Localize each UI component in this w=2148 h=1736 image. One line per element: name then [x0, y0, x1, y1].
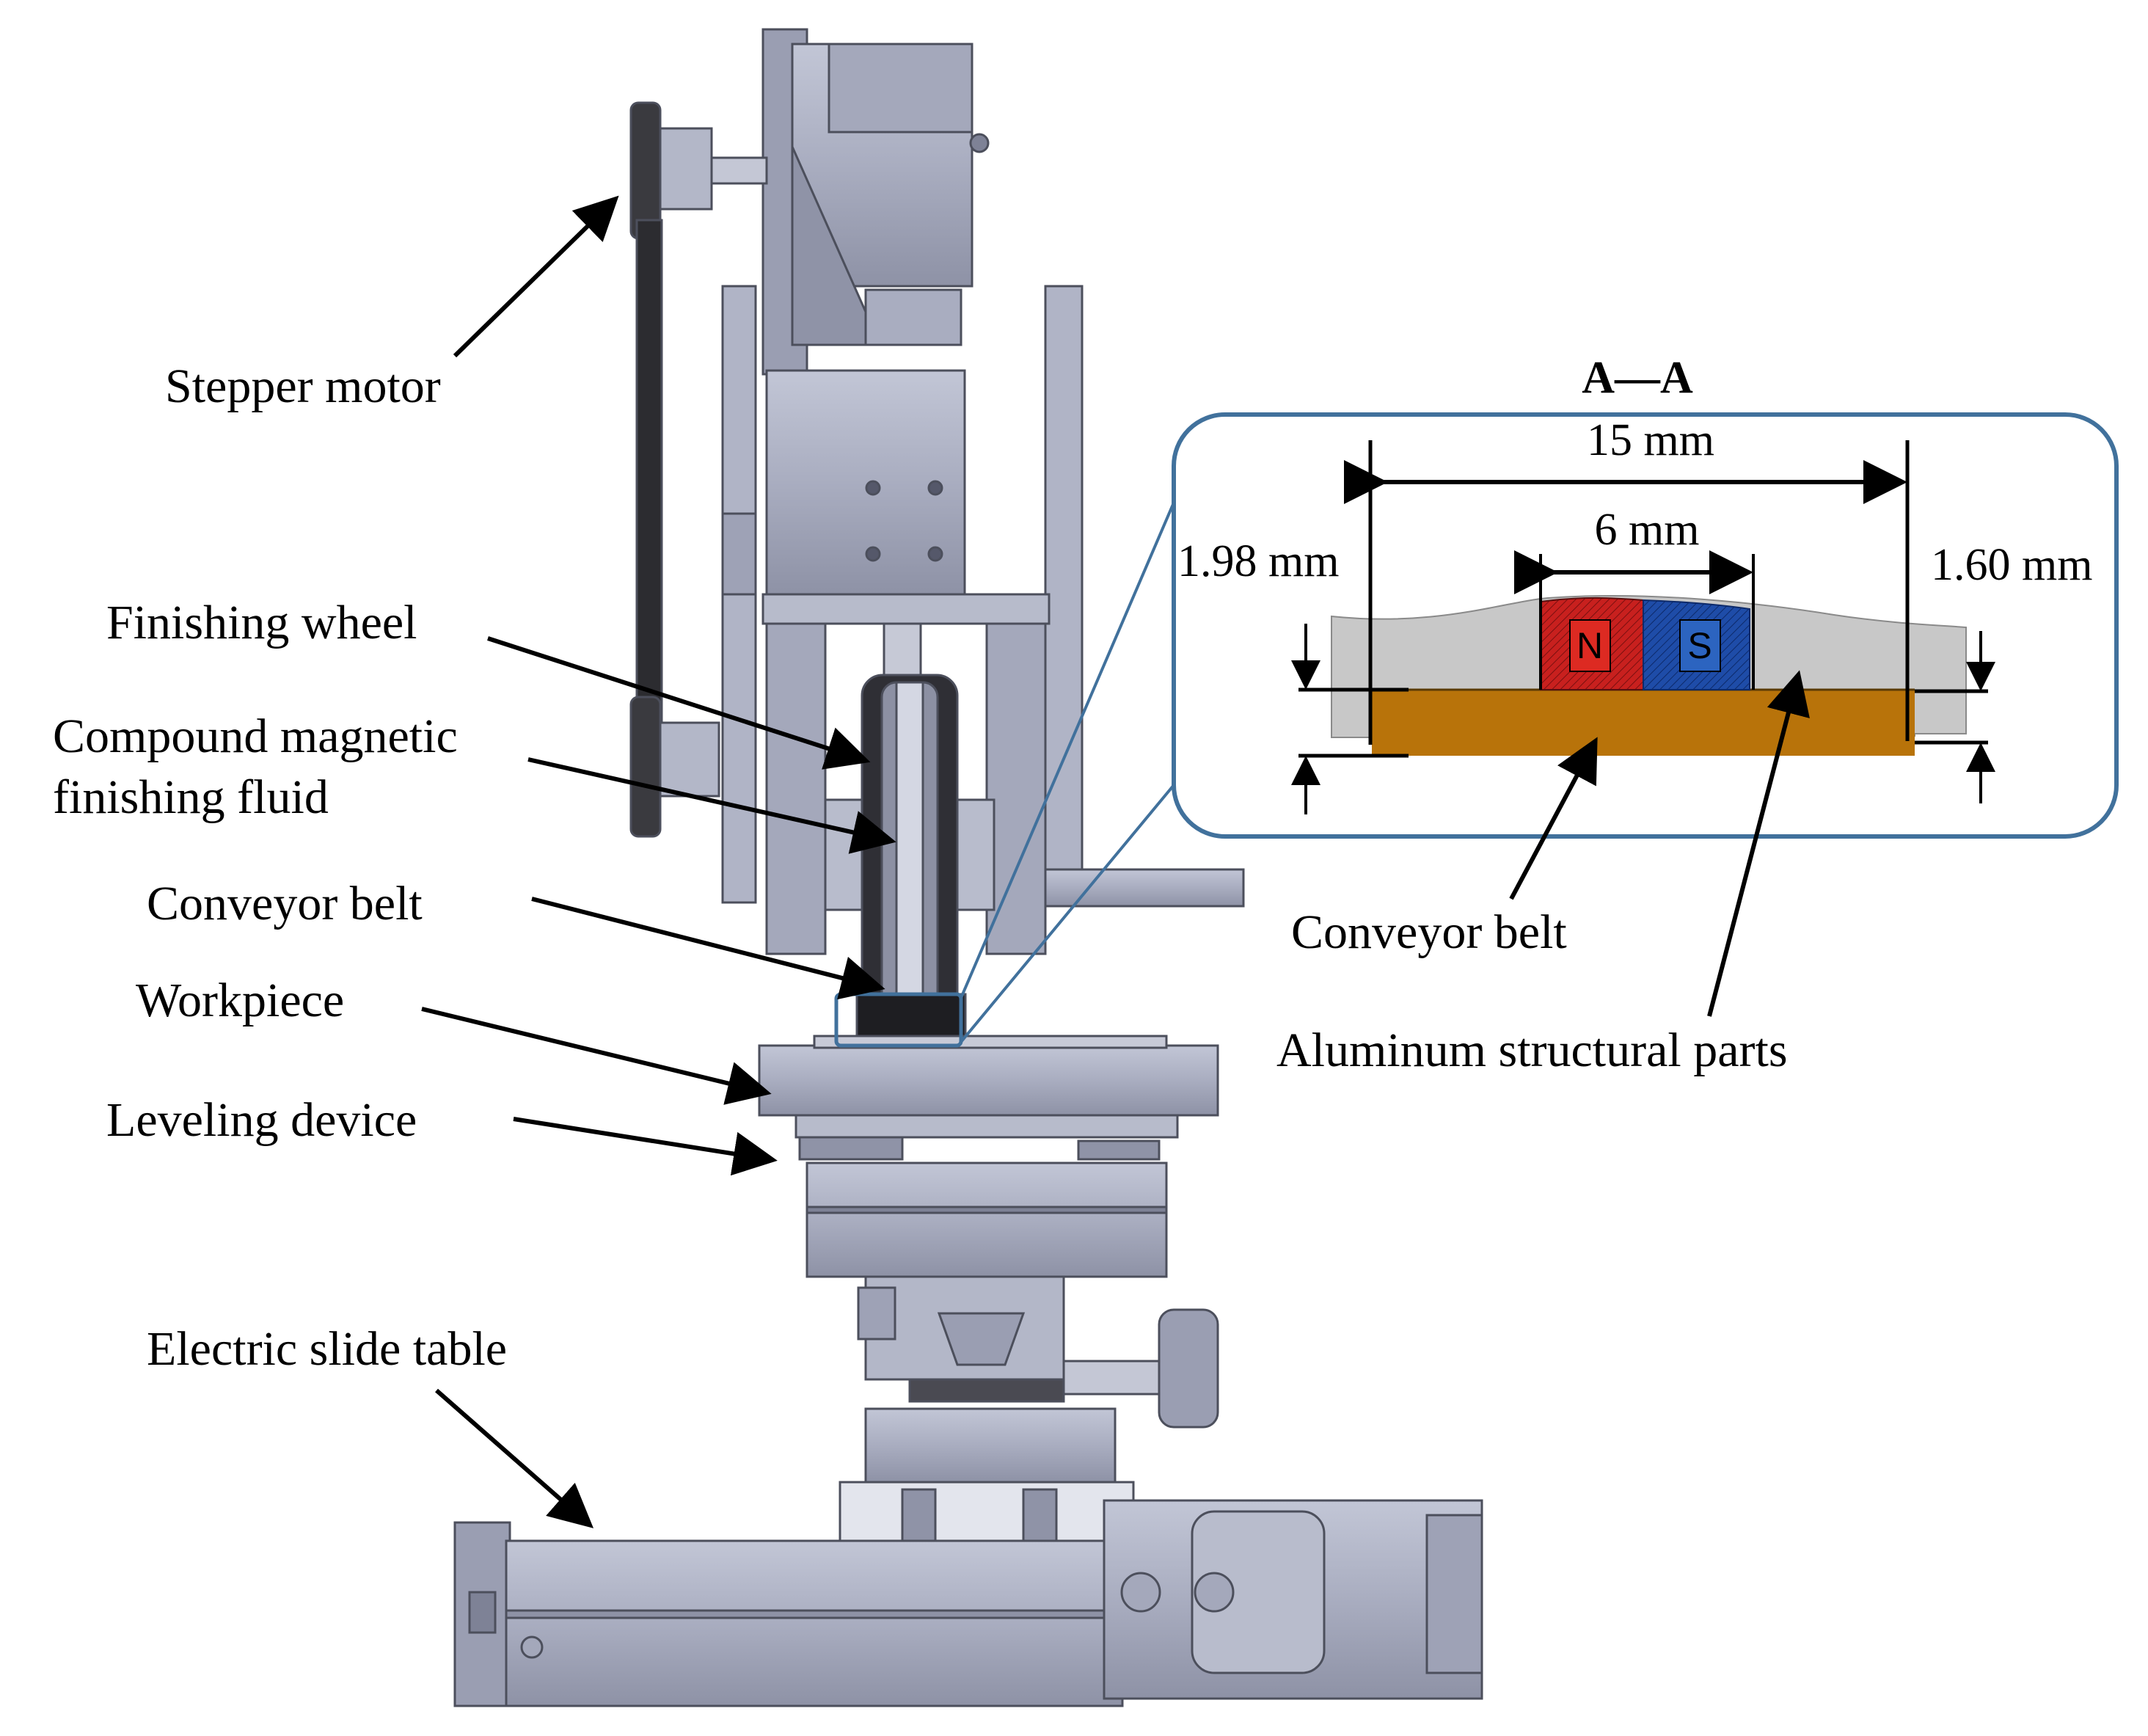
label-workpiece: Workpiece: [136, 974, 344, 1027]
drive-belt: [635, 219, 663, 735]
machine-assembly: [453, 28, 1483, 1707]
finishing-wheel: [824, 674, 996, 1040]
lower-pulley: [629, 696, 720, 838]
label-leveling-device: Leveling device: [106, 1093, 417, 1147]
section-conveyor-belt: [1372, 690, 1915, 756]
workpiece-table: [758, 1035, 1219, 1117]
south-label-box: [1679, 619, 1721, 672]
arrow-aluminum-parts: [1707, 670, 1810, 1017]
dim-6mm-label: 6 mm: [1595, 505, 1700, 555]
section-view: A—A N S 15 mm 6 mm 1.98 mm: [1172, 353, 2119, 1077]
stepper-motor: [761, 28, 990, 376]
electric-slide-table-body: [453, 1499, 1483, 1707]
pole-south-label: S: [1687, 625, 1712, 666]
dim-right-height-label: 1.60 mm: [1931, 540, 2092, 590]
label-finishing-wheel: Finishing wheel: [106, 596, 417, 649]
label-compound-fluid-line2: finishing fluid: [53, 770, 329, 824]
cross-slide: [839, 1275, 1219, 1550]
zoom-connector-top: [960, 502, 1175, 999]
label-stepper-motor: Stepper motor: [165, 360, 441, 413]
arrow-compound-fluid: [527, 757, 896, 854]
arrow-workpiece: [421, 1007, 772, 1105]
arrow-leveling-device: [513, 1117, 778, 1176]
left-labels: Stepper motor Finishing wheel Compound m…: [53, 195, 896, 1528]
leveling-device: [794, 1114, 1179, 1278]
label-section-conveyor-belt: Conveyor belt: [1291, 905, 1567, 959]
zoom-region-box: [834, 992, 963, 1048]
arrow-finishing-wheel: [487, 636, 871, 770]
label-aluminum-parts: Aluminum structural parts: [1276, 1024, 1788, 1077]
label-electric-slide-table: Electric slide table: [147, 1322, 507, 1376]
zoom-connector-bottom: [960, 784, 1175, 1043]
top-pulley: [629, 101, 768, 240]
label-compound-fluid-line1: Compound magnetic: [53, 710, 458, 763]
arrow-electric-slide-table: [435, 1388, 594, 1528]
dim-left-height-label: 1.98 mm: [1177, 536, 1339, 586]
arrow-section-conveyor: [1509, 737, 1598, 900]
label-conveyor-belt: Conveyor belt: [147, 877, 423, 930]
north-label-box: [1569, 619, 1611, 672]
arrow-stepper-motor: [453, 195, 619, 358]
wheel-frame: [721, 285, 1084, 955]
section-title: A—A: [1582, 353, 1693, 403]
pole-north-label: N: [1577, 625, 1603, 666]
dim-15mm-label: 15 mm: [1587, 415, 1714, 465]
side-shaft: [1044, 868, 1245, 908]
arrow-conveyor-belt: [531, 897, 885, 1000]
